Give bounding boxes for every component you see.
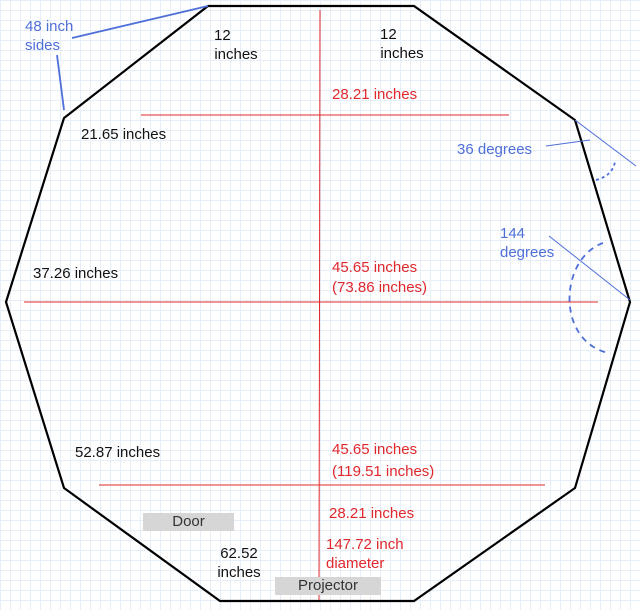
projector-tag: Projector <box>275 577 381 595</box>
top-left-width-label: 12 inches <box>206 26 266 64</box>
sides-annotation: 48 inch sides <box>25 17 73 55</box>
depth-segment-3-cumulative: (119.51 inches) <box>332 463 435 480</box>
depth-segment-4: 28.21 inches <box>329 505 415 522</box>
sides-pointer-line-2 <box>56 54 65 111</box>
depth-segment-2-value: 45.65 inches <box>332 259 418 276</box>
angle-144-arc <box>568 242 609 354</box>
depth-segment-3: 45.65 inches (119.51 inches) <box>332 439 434 483</box>
sides-annotation-line2: sides <box>25 37 61 54</box>
sides-pointer-line-1 <box>71 5 209 39</box>
angle-144-pointer-line <box>548 235 631 301</box>
angle-144-label: 144 degrees <box>500 224 554 262</box>
angle-36-arc <box>595 161 616 181</box>
top-right-width-label: 12 inches <box>372 25 432 63</box>
bottom-width-line2: inches <box>217 564 261 581</box>
diameter-line1: 147.72 inch <box>326 536 404 553</box>
top-left-width-line2: inches <box>214 46 258 63</box>
row3-width-label: 52.87 inches <box>75 444 161 461</box>
row1-width-label: 21.65 inches <box>81 126 167 143</box>
depth-segment-2: 45.65 inches (73.86 inches) <box>332 258 427 298</box>
top-right-width-line2: inches <box>380 45 424 62</box>
decagon-outline <box>4 4 632 603</box>
depth-segment-1: 28.21 inches <box>332 86 418 103</box>
row2-width-label: 37.26 inches <box>33 265 119 282</box>
bottom-width-label: 62.52 inches <box>207 544 271 582</box>
angle-36-pointer-line <box>545 139 591 147</box>
angle-144-line2: degrees <box>500 244 555 261</box>
diameter-line2: diameter <box>326 555 385 572</box>
bottom-width-line1: 62.52 <box>220 545 258 562</box>
sides-annotation-line1: 48 inch <box>25 18 74 35</box>
door-tag: Door <box>143 513 234 531</box>
top-right-width-line1: 12 <box>380 26 397 43</box>
angle-36-extension-line <box>574 119 637 167</box>
depth-segment-3-value: 45.65 inches <box>332 441 418 458</box>
angle-144-line1: 144 <box>500 225 526 242</box>
diameter-label: 147.72 inch diameter <box>326 535 404 573</box>
center-vertical-line <box>318 9 321 601</box>
top-left-width-line1: 12 <box>214 27 231 44</box>
angle-36-label: 36 degrees <box>457 141 533 158</box>
depth-segment-2-cumulative: (73.86 inches) <box>332 279 428 296</box>
